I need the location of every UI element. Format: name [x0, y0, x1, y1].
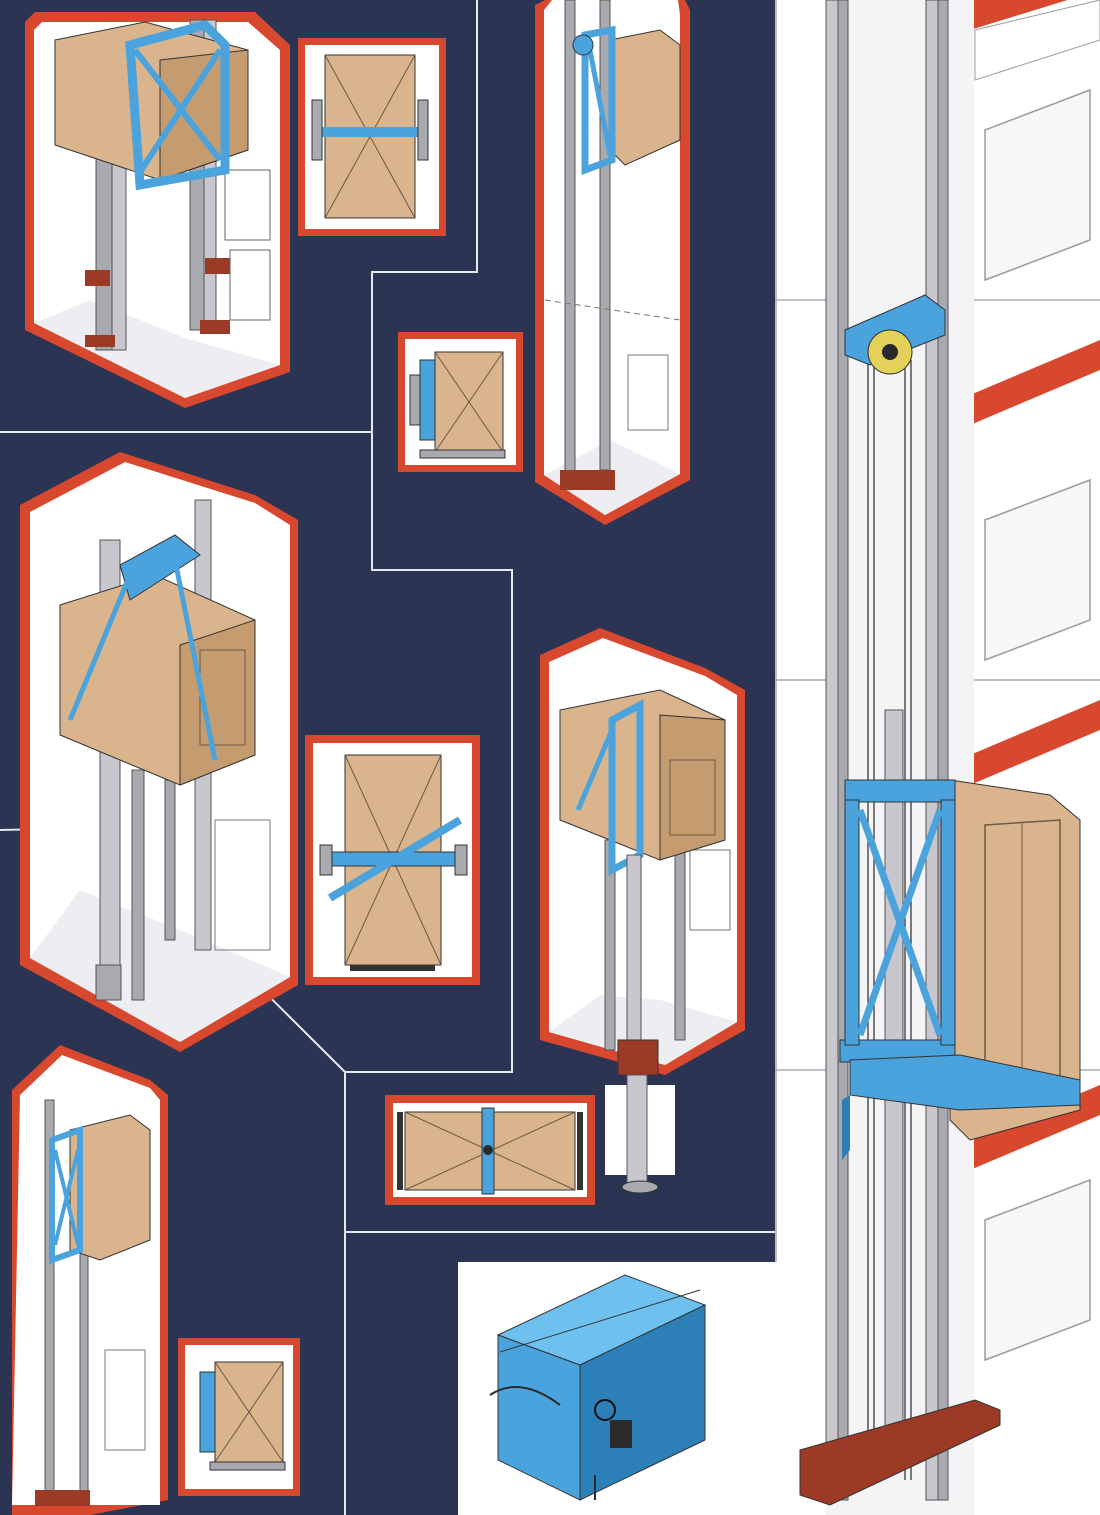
hydraulic-sling-car-plan [305, 735, 480, 985]
hydraulic-sling-elevator-shaft [20, 452, 298, 1052]
narrow-car-plan [178, 1338, 300, 1496]
main-traction-elevator-shaft [799, 0, 1081, 1515]
narrow-elevator-shaft [12, 1045, 168, 1515]
twin-rail-car-plan [298, 38, 446, 236]
hydraulic-power-unit [489, 1274, 707, 1501]
side-rail-elevator-shaft [535, 0, 690, 525]
direct-plunger-elevator-shaft [540, 628, 745, 1194]
through-car-plan [385, 1095, 595, 1205]
two-post-rail-elevator-shaft [25, 12, 290, 408]
side-rail-car-plan [398, 332, 523, 472]
